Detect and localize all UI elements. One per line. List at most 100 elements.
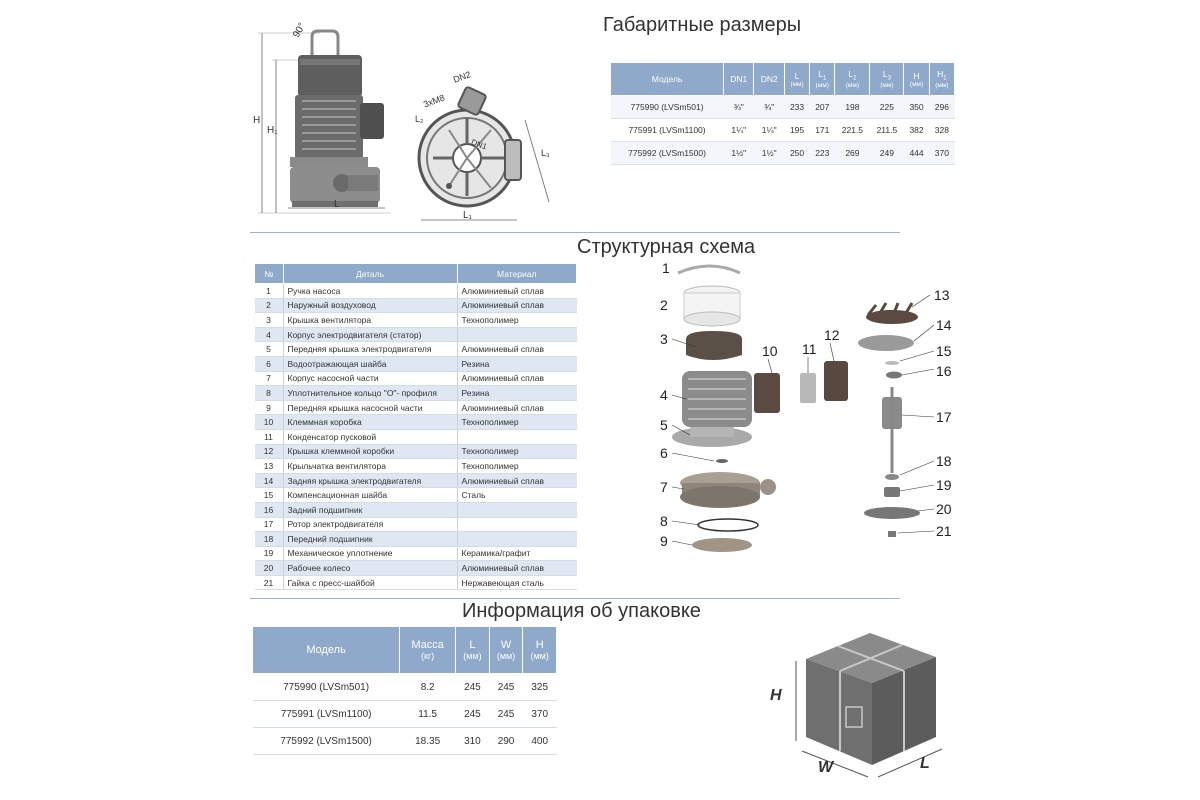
dims-header-label: L [818, 69, 823, 80]
callout-6: 6 [660, 445, 668, 461]
package-header-unit: (мм) [463, 651, 482, 661]
parts-header-material: Материал [456, 263, 577, 284]
part-name: Крыльчатка вентилятора [283, 458, 458, 474]
part-name: Задний подшипник [283, 502, 458, 518]
part-material: Технополимер [457, 444, 577, 460]
dims-header-unit: (мм) [845, 81, 860, 89]
callout-1: 1 [662, 260, 670, 276]
part-number: 11 [254, 429, 284, 445]
part-number: 17 [254, 517, 284, 533]
part-number: 7 [254, 371, 284, 387]
part-material: Сталь [457, 487, 577, 503]
package-header-unit: (кг) [421, 651, 435, 661]
part-name: Передняя крышка насосной части [283, 400, 458, 416]
part-material: Алюминиевый сплав [457, 298, 577, 314]
dims-cell: 382 [903, 118, 930, 142]
part-name: Водоотражающая шайба [283, 356, 458, 372]
callout-21: 21 [936, 523, 952, 539]
package-header-label: W [500, 639, 512, 651]
part-name: Ручка насоса [283, 283, 458, 299]
part-number: 15 [254, 487, 284, 503]
dims-header-cell: H1(мм) [928, 62, 956, 96]
package-box-illustration: H W L [760, 615, 980, 795]
dims-header-cell: Модель [609, 62, 725, 96]
dims-cell: 775990 (LVSm501) [610, 95, 724, 119]
package-header-cell: W(мм) [488, 626, 524, 674]
dims-header-label: Модель [651, 74, 683, 84]
part-material [457, 429, 577, 445]
dims-header-label: H [913, 70, 920, 81]
dims-header-label: L [848, 69, 854, 80]
part-number: 3 [254, 312, 284, 328]
part-number: 18 [254, 531, 284, 547]
package-cell: 310 [455, 727, 490, 755]
pump-side-drawing: 90° H H₁ L [250, 15, 400, 230]
dims-cell: 198 [834, 95, 870, 119]
l3-label: L₃ [541, 148, 550, 158]
callout-4: 4 [660, 387, 668, 403]
dims-header-cell: DN1 [723, 62, 755, 96]
part-material [457, 327, 577, 343]
part-material: Технополимер [457, 458, 577, 474]
callout-2: 2 [660, 297, 668, 313]
parts-header-number: № [254, 263, 284, 284]
l2-label: L₂ [415, 114, 424, 124]
part-number: 21 [254, 575, 284, 591]
dims-cell: 1½" [753, 141, 785, 165]
exploded-view: 1 2 3 4 5 6 7 8 9 10 11 12 13 14 15 16 1… [640, 255, 970, 555]
dims-cell: 195 [784, 118, 810, 142]
package-header-unit: (мм) [496, 651, 516, 661]
dims-cell: 328 [929, 118, 955, 142]
part-name: Корпус электродвигателя (статор) [283, 327, 458, 343]
part-material: Алюминиевый сплав [457, 283, 577, 299]
dims-cell: 225 [869, 95, 904, 119]
dims-cell: 269 [834, 141, 870, 165]
callout-17: 17 [936, 409, 952, 425]
part-name: Рабочее колесо [283, 560, 458, 576]
dims-cell: ¾" [723, 95, 754, 119]
part-material [457, 502, 577, 518]
callout-7: 7 [660, 479, 668, 495]
height-label: H [253, 115, 261, 126]
part-number: 1 [254, 283, 284, 299]
part-name: Уплотнительное кольцо "О"- профиля [283, 385, 458, 401]
package-title: Информация об упаковке [462, 600, 701, 622]
box-height-label: H [770, 687, 782, 704]
package-header-unit: (мм) [530, 651, 549, 661]
dims-header-sub: 1 [943, 75, 947, 82]
callout-15: 15 [936, 343, 952, 359]
part-material [457, 517, 577, 533]
callout-13: 13 [934, 287, 950, 303]
dims-cell: 1¼" [753, 118, 785, 142]
dims-header-label: L [882, 69, 888, 80]
box-width-label: W [818, 759, 834, 776]
dims-header-unit: (мм) [815, 81, 829, 89]
dims-header-label: H [937, 69, 944, 80]
part-number: 16 [254, 502, 284, 518]
part-number: 10 [254, 414, 284, 430]
package-header-cell: H(мм) [522, 626, 557, 674]
part-name: Ротор электродвигателя [283, 517, 458, 533]
section-divider-2 [250, 598, 900, 599]
length-label: L [334, 199, 340, 210]
dims-header-cell: H(мм) [903, 62, 930, 96]
parts-header-part: Деталь [282, 263, 458, 284]
dims-cell: 444 [903, 141, 930, 165]
part-number: 20 [254, 560, 284, 576]
dims-header-cell: DN2 [753, 62, 785, 96]
